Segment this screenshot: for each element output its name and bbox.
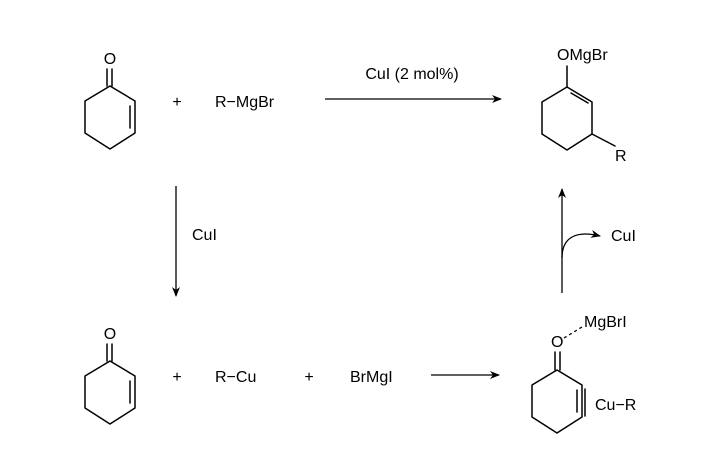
complex-cu-r-label: Cu−R	[595, 397, 636, 414]
copper-pi-complex: O MgBrI Cu−R	[531, 314, 636, 434]
ketone-oxygen-label-bottom: O	[104, 326, 116, 343]
curved-release-arrow	[561, 230, 601, 259]
product-omgbr-label: OMgBr	[557, 47, 608, 64]
organocopper-label: R−Cu	[215, 369, 256, 386]
product-r-label: R	[615, 148, 627, 165]
cyclohexenone-bottom: O	[84, 326, 136, 425]
complex-oxygen-label: O	[551, 334, 563, 351]
plus-sign-bottom-2: +	[304, 369, 313, 386]
cyclohexenone-top: O	[84, 51, 136, 150]
brmgi-label: BrMgI	[350, 369, 393, 386]
grignard-reagent-label: R−MgBr	[215, 94, 275, 111]
condition-cui-left: CuI	[192, 227, 217, 244]
plus-sign-top: +	[172, 94, 181, 111]
complex-mgbri-label: MgBrI	[584, 314, 627, 331]
released-cui-label: CuI	[611, 228, 636, 245]
condition-cui-2mol: CuI (2 mol%)	[365, 66, 458, 83]
enolate-product: OMgBr R	[541, 47, 627, 165]
plus-sign-bottom-1: +	[172, 369, 181, 386]
ketone-oxygen-label: O	[104, 51, 116, 68]
